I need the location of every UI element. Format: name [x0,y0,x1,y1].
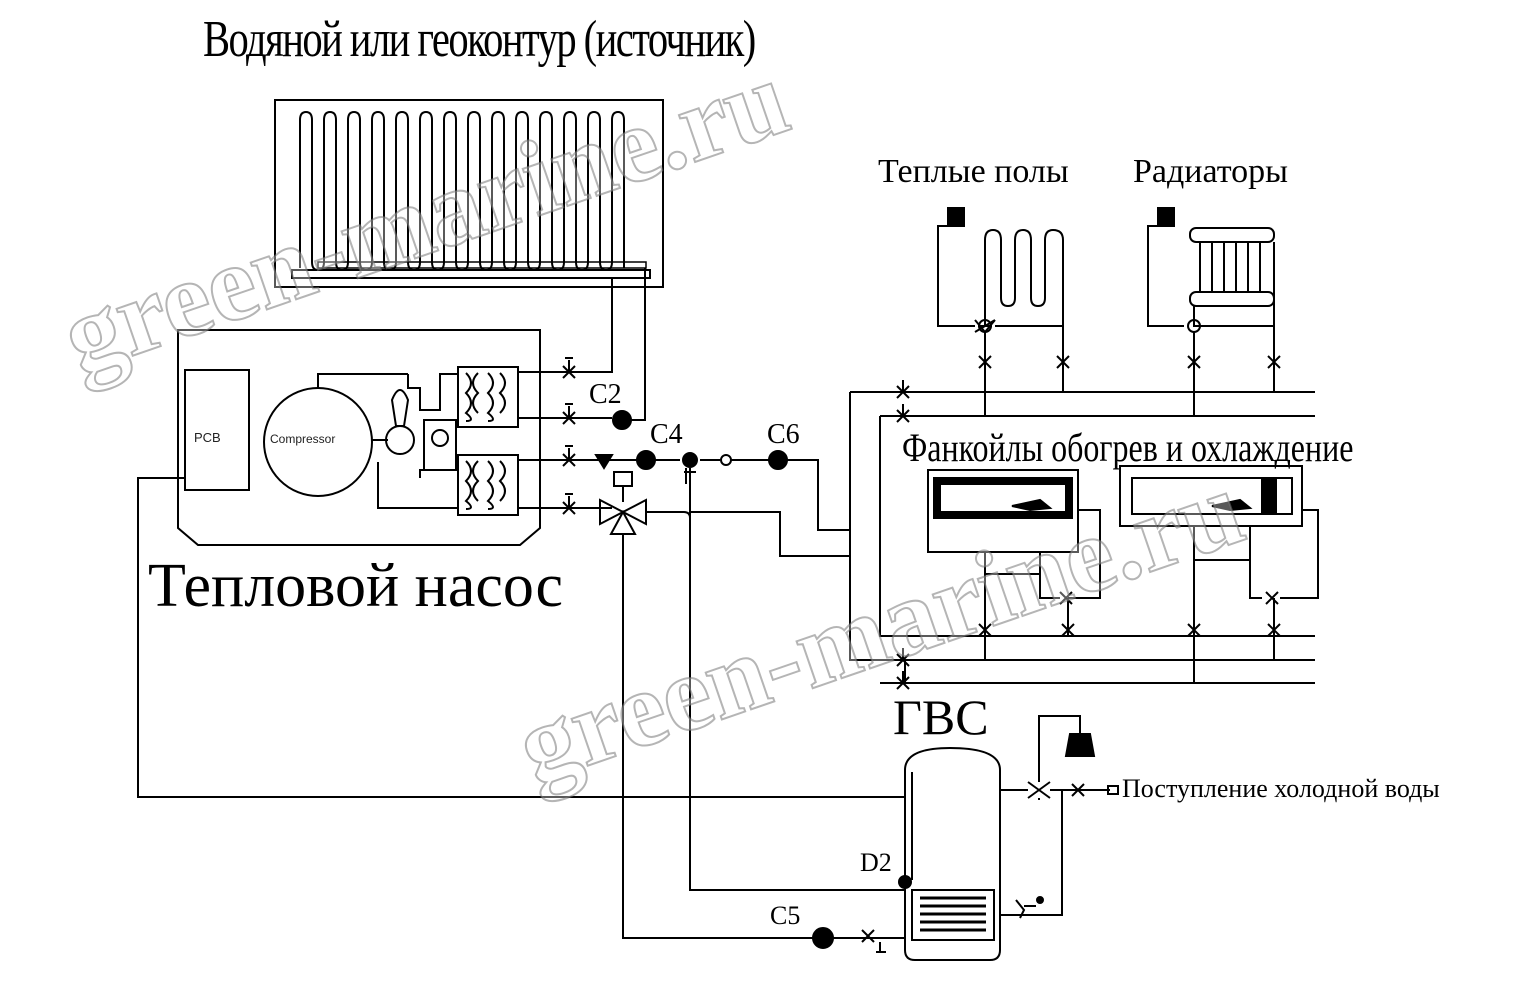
source-loop [274,99,664,421]
heat-pump-label: Тепловой насос [148,552,563,620]
sensor-d2-label: D2 [860,848,892,877]
hp-connections [560,357,905,939]
dhw-label: ГВС [893,689,989,745]
load-exchanger [457,454,519,516]
sensor-c4-label: C4 [650,419,683,450]
pcb-board [184,369,250,491]
warm-floor-label: Теплые полы [878,153,1069,190]
heat-pump-unit [177,329,560,546]
fancoils-label: Фанкойлы обогрев и охлаждение [902,425,1354,470]
control-cable [137,477,905,798]
pcb-label: PCB [194,430,221,445]
compressor-label: Compressor [270,432,336,446]
radiator-loop [1147,207,1281,416]
dhw-tank [812,715,1119,961]
cold-water-label: Поступление холодной воды [1122,774,1440,803]
warm-floor-loop [937,207,1070,416]
manifolds [849,380,1315,690]
fancoils [927,465,1319,683]
radiators-label: Радиаторы [1133,153,1288,190]
source-loop-title: Водяной или геоконтур (источник) [203,11,756,68]
sensor-c5-label: C5 [770,901,801,930]
sensor-c6-label: C6 [767,419,800,450]
sensor-c2-label: C2 [589,379,622,410]
source-exchanger [457,366,519,428]
